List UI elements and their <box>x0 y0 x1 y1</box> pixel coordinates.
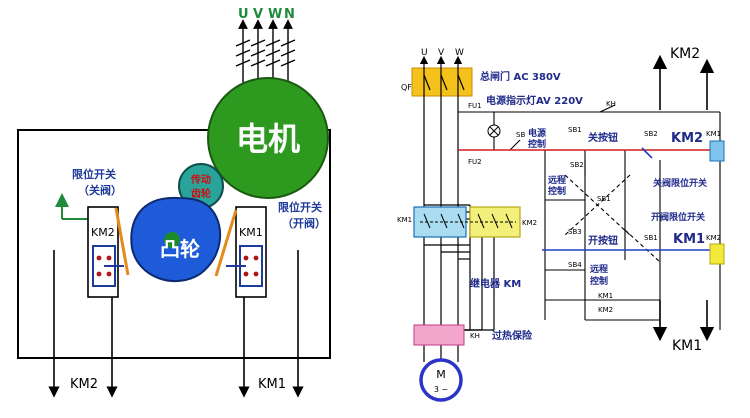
km2-small-label: KM2 <box>598 306 613 314</box>
km2-relay-right: KM2 <box>522 219 537 227</box>
limit-switch-open: KM1 <box>214 206 267 298</box>
motor: 电机 <box>207 77 329 199</box>
enclosure-frame <box>17 129 331 359</box>
km2-coil-box <box>709 243 725 265</box>
sb4-label: SB4 <box>568 261 582 269</box>
limit-switch-close: KM2 <box>55 193 130 298</box>
phase-u-label: U <box>238 7 249 22</box>
motor-label: 电机 <box>236 120 300 158</box>
km1-small-label: KM1 <box>598 292 613 300</box>
motor-m-label: M <box>436 368 446 381</box>
schem-phase-w: W <box>455 48 464 58</box>
km1-switch-label: KM1 <box>239 226 263 239</box>
control-blue-line <box>542 147 720 251</box>
km1-coil-top-label: KM1 <box>706 130 721 138</box>
kh-top-label: KH <box>606 100 616 108</box>
motor-feed-wires <box>235 19 296 85</box>
sb2-top-label: SB2 <box>644 130 658 138</box>
gear-label-line2: 齿轮 <box>191 187 211 200</box>
output-km1-label: KM1 <box>258 377 286 392</box>
km1-coil-box <box>709 140 725 162</box>
power-ctrl-line2: 控制 <box>528 138 546 150</box>
km1-relay-left: KM1 <box>397 216 412 224</box>
schem-phase-u: U <box>421 48 428 58</box>
close-button-label: 关按钮 <box>588 131 618 144</box>
power-lamp <box>487 124 501 138</box>
limit-open-label-line2: （开阀） <box>282 216 326 230</box>
sb1-mid-label: SB1 <box>597 195 611 203</box>
cam: 凸轮 <box>130 196 222 283</box>
km2-coil-label: KM2 <box>671 131 703 146</box>
sb2-mid-label: SB2 <box>570 161 584 169</box>
output-wires <box>48 250 304 398</box>
schem-phase-v: V <box>438 48 445 58</box>
main-gate-label: 总闸门 AC 380V <box>480 70 561 83</box>
main-breaker-box <box>411 67 473 97</box>
relay-km-label: 继电器 KM <box>470 277 521 290</box>
qf-label: QF <box>401 83 412 92</box>
motor-3-label: 3 ~ <box>434 385 448 394</box>
left-cam-diagram: U V W N 电机 传动 齿轮 <box>17 7 331 398</box>
sb-label: SB <box>516 131 525 139</box>
kh-bottom-label: KH <box>470 332 480 340</box>
output-km2-label: KM2 <box>70 377 98 392</box>
fu2-label: FU2 <box>468 158 482 166</box>
remote-right-line2: 控制 <box>590 275 608 287</box>
open-button-label: 开按钮 <box>588 234 618 247</box>
thermal-overload-box <box>413 324 465 346</box>
transmission-gear: 传动 齿轮 <box>178 163 224 209</box>
fu1-label: FU1 <box>468 102 482 110</box>
power-lamp-label: 电源指示灯AV 220V <box>486 94 583 107</box>
cam-label: 凸轮 <box>160 237 200 261</box>
km2-switch-label: KM2 <box>91 226 115 239</box>
schem-motor: M 3 ~ <box>419 358 463 402</box>
right-control-schematic: U V W QF 总闸门 AC 380V <box>397 46 725 402</box>
overheat-label: 过热保险 <box>492 329 533 342</box>
remote-left-line1: 远程 <box>548 174 566 186</box>
remote-right-line1: 远程 <box>590 263 608 275</box>
gear-label-line1: 传动 <box>190 173 211 186</box>
arrow-bottom-km1-label: KM1 <box>672 338 702 354</box>
km2-coil-low-label: KM2 <box>706 234 721 242</box>
power-ctrl-line1: 电源 <box>528 127 546 139</box>
km1-coil-label: KM1 <box>673 232 705 247</box>
close-limit-label: 关阀限位开关 <box>653 177 707 189</box>
sb1-top-label: SB1 <box>568 126 582 134</box>
limit-close-label-line1: 限位开关 <box>72 167 116 181</box>
phase-w-label: W <box>268 7 282 22</box>
sb3-label: SB3 <box>568 228 582 236</box>
remote-left-line2: 控制 <box>548 185 566 197</box>
open-limit-label: 开阀限位开关 <box>651 211 705 223</box>
relay-blades <box>420 213 516 229</box>
sb1-low-label: SB1 <box>644 234 658 242</box>
limit-open-label-line1: 限位开关 <box>278 200 322 214</box>
phase-v-label: V <box>253 7 263 22</box>
arrow-top-km2-label: KM2 <box>670 46 700 62</box>
phase-n-label: N <box>284 7 295 22</box>
limit-close-label-line2: （关阀） <box>78 183 122 197</box>
